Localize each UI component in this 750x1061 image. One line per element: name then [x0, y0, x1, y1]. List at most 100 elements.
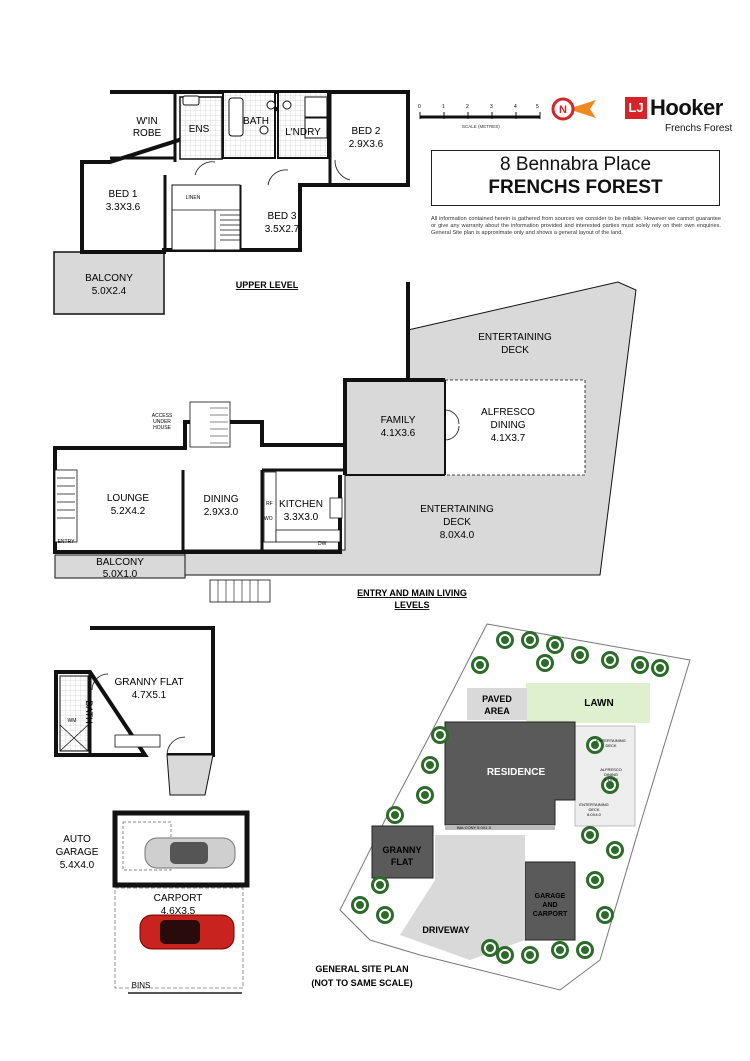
site-alfresco-label: DINING	[604, 772, 618, 777]
upper-level-plan: W'IN ROBE ENS BATH L'NDRY BED 2 2.9X3.6 …	[53, 90, 410, 315]
main-ent-deck2-label: DECK	[443, 517, 471, 528]
scale-tick: 2	[466, 104, 469, 110]
main-lounge-size: 5.2X4.2	[111, 506, 146, 517]
scale-tick: 0	[418, 104, 421, 110]
upper-bed2-label: BED 2	[352, 126, 381, 137]
site-caption: GENERAL SITE PLAN	[315, 964, 408, 974]
main-kitchen-size: 3.3X3.0	[284, 512, 319, 523]
site-ent-deck2-label: DECK	[588, 807, 599, 812]
main-dw-label: DW	[318, 541, 327, 547]
main-level-title: LEVELS	[394, 600, 429, 610]
disclaimer-text: All information contained herein is gath…	[431, 216, 721, 236]
main-alfresco-label: ALFRESCO	[481, 407, 535, 418]
main-entry-label: ENTRY	[58, 539, 76, 545]
main-family-size: 4.1X3.6	[381, 428, 416, 439]
bins-label: BINS	[132, 981, 151, 990]
scale-label: SCALE (METRES)	[462, 124, 500, 129]
garage-auto-label: GARAGE	[56, 847, 99, 858]
property-title-box: 8 Bennabra Place FRENCHS FOREST	[431, 150, 720, 206]
main-rf-label: RF	[266, 501, 273, 507]
main-ent-deck-label: DECK	[501, 345, 529, 356]
main-ent-deck2-size: 8.0X4.0	[440, 530, 475, 541]
upper-balcony-label: BALCONY	[85, 273, 133, 284]
main-dining-size: 2.9X3.0	[204, 507, 239, 518]
main-kitchen-label: KITCHEN	[279, 499, 323, 510]
site-garage-label: CARPORT	[533, 911, 568, 918]
upper-bed2-size: 2.9X3.6	[349, 139, 384, 150]
main-level-plan: ENTERTAINING DECK FAMILY 4.1X3.6 ALFRESC…	[53, 281, 637, 610]
main-level-title: ENTRY AND MAIN LIVING	[357, 588, 467, 598]
site-lawn-label: LAWN	[584, 698, 613, 709]
upper-wir-label: W'IN	[136, 116, 157, 127]
scale-tick: 1	[442, 104, 445, 110]
garage-plan: AUTO GARAGE 5.4X4.0 CARPORT 4.6X3.5 BINS	[56, 810, 250, 994]
site-paved-label: AREA	[484, 706, 510, 716]
site-plan: PAVED AREA LAWN RESIDENCE ENTERTAINING D…	[311, 623, 691, 991]
upper-bed3-size: 3.5X2.7	[265, 224, 300, 235]
car-silver-icon	[144, 837, 236, 869]
scale-tick: 3	[490, 104, 493, 110]
site-balcony-label: BALCONY 5.0X1.0	[457, 825, 492, 830]
granny-bath-label: BATH	[84, 700, 94, 723]
site-residence-label: RESIDENCE	[487, 767, 546, 778]
scale-tick: 5	[536, 104, 539, 110]
compass-label: N	[559, 104, 567, 116]
ensuite-floor	[179, 96, 223, 160]
scale-tick: 4	[514, 104, 517, 110]
address-line2: FRENCHS FOREST	[488, 177, 663, 198]
car-red-icon	[139, 914, 235, 950]
granny-flat-label: GRANNY FLAT	[114, 677, 183, 688]
upper-laundry-label: L'NDRY	[285, 127, 321, 138]
main-wo-label: WO	[264, 516, 273, 522]
site-caption: (NOT TO SAME SCALE)	[311, 978, 412, 988]
alfresco-area	[444, 379, 586, 476]
upper-linen-label: LINEN	[186, 195, 201, 201]
agency-logo-mark: LJ	[625, 97, 647, 119]
address-line1: 8 Bennabra Place	[499, 154, 652, 175]
main-access-label: UNDER	[153, 419, 171, 425]
agency-name: Hooker	[650, 95, 723, 120]
carport-label: CARPORT	[154, 893, 203, 904]
main-dining-label: DINING	[204, 494, 239, 505]
site-ent-deck2-label: ENTERTAINING	[579, 802, 608, 807]
main-alfresco-size: 4.1X3.7	[491, 433, 526, 444]
upper-level-title: UPPER LEVEL	[236, 280, 299, 290]
site-ent-deck-label: DECK	[605, 743, 616, 748]
main-alfresco-label: DINING	[491, 420, 526, 431]
site-paved-label: PAVED	[482, 694, 512, 704]
main-lounge-label: LOUNGE	[107, 493, 150, 504]
granny-flat-plan: GRANNY FLAT 4.7X5.1 BATH WM	[54, 626, 215, 796]
site-driveway-label: DRIVEWAY	[422, 925, 469, 935]
upper-bed3-label: BED 3	[268, 211, 297, 222]
garage-auto-label: AUTO	[63, 834, 91, 845]
upper-bed1-label: BED 1	[109, 189, 138, 200]
garage-auto-size: 5.4X4.0	[60, 860, 95, 871]
site-garage-label: GARAGE	[535, 893, 566, 900]
main-access-label: HOUSE	[153, 425, 171, 431]
granny-wm-label: WM	[68, 718, 77, 724]
site-alfresco-size: 4.1X3.7	[604, 777, 619, 782]
upper-balcony	[53, 251, 165, 315]
upper-balcony-size: 5.0X2.4	[92, 286, 127, 297]
scale-bar: 0 1 2 3 4 5	[418, 100, 543, 124]
site-ent-deck2-size: 8.0X4.0	[587, 812, 602, 817]
main-balcony-label: BALCONY	[96, 557, 144, 568]
upper-bed1-size: 3.3X3.6	[106, 202, 141, 213]
carport-size: 4.6X3.5	[161, 906, 196, 917]
site-garage-label: AND	[542, 902, 557, 909]
upper-ens-label: ENS	[189, 124, 210, 135]
site-granny-label: FLAT	[391, 857, 414, 867]
site-granny-label: GRANNY	[382, 845, 421, 855]
main-ent-deck-label: ENTERTAINING	[478, 332, 552, 343]
site-ent-deck-label: ENTERTAINING	[596, 738, 625, 743]
upper-wir-label: ROBE	[133, 128, 162, 139]
agency-office: Frenchs Forest	[665, 123, 733, 134]
granny-flat-size: 4.7X5.1	[132, 690, 167, 701]
main-ent-deck2-label: ENTERTAINING	[420, 504, 494, 515]
scale-bar-graphic: 0 1 2 3 4 5	[418, 104, 541, 119]
main-balcony-size: 5.0X1.0	[103, 569, 138, 580]
compass-icon: N	[550, 95, 600, 123]
main-family-label: FAMILY	[381, 415, 416, 426]
main-access-label: ACCESS	[152, 413, 173, 419]
